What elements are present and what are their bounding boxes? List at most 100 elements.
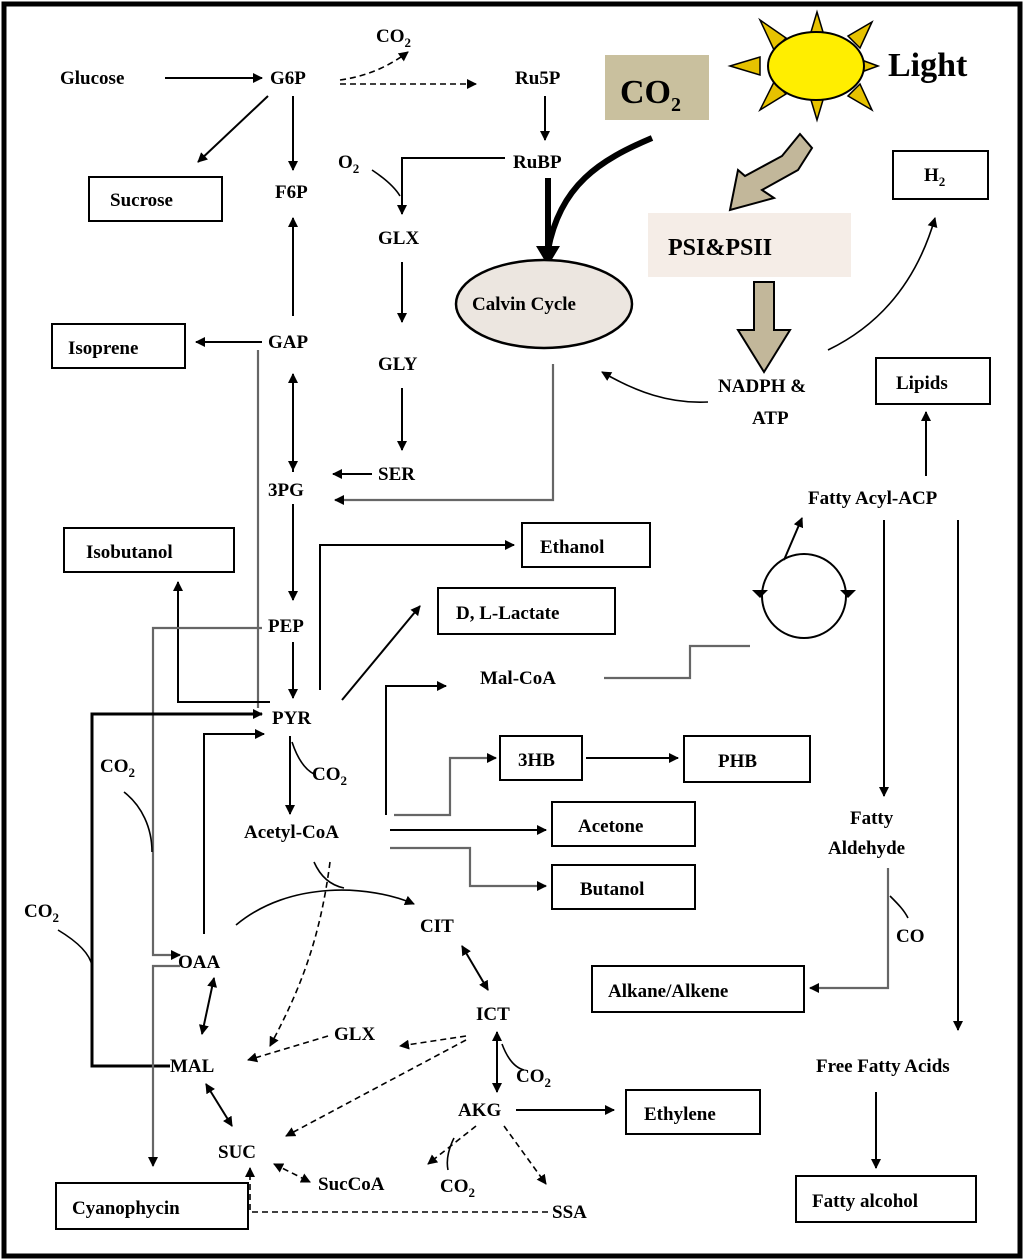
3hb-label: 3HB (518, 750, 555, 771)
pyr-to-ethanol-arrow (319, 540, 515, 690)
co2-g6p: CO2 (376, 26, 411, 50)
fatty-alcohol-label: Fatty alcohol (812, 1191, 918, 1212)
node-ffa: Free Fatty Acids (816, 1056, 950, 1077)
rubp-to-glx-arrow (397, 157, 505, 215)
mal-to-pyr-arrow (90, 709, 263, 1068)
cycle-arrowhead-right (840, 590, 856, 598)
h2-label: 2H2 (924, 165, 945, 189)
glx-to-mal-dashed (247, 1035, 329, 1063)
acetone-label: Acetone (578, 816, 643, 837)
aldehyde-co-curve (889, 895, 909, 919)
phb-label: PHB (718, 751, 757, 772)
psi-to-nadph-arrow (736, 281, 792, 374)
mal-suc-arrow (205, 1083, 233, 1127)
node-3pg: 3PG (268, 480, 304, 501)
alkane-box (591, 965, 805, 1013)
acetylcoa-cit-curve (313, 861, 345, 889)
oaa-mal-arrow (198, 977, 218, 1035)
node-glucose: Glucose (60, 68, 124, 89)
node-pep: PEP (268, 616, 304, 637)
cyanophycin-box (55, 1182, 249, 1230)
acetylcoa-to-mal-dashed (269, 861, 331, 1047)
akg-to-ssa-dashed (503, 1125, 547, 1185)
lactate-box (437, 587, 616, 635)
aldehyde-to-alkane-arrow (809, 868, 890, 993)
node-ru5p: Ru5P (515, 68, 561, 89)
h2-box (892, 150, 989, 200)
butanol-label: Butanol (580, 879, 644, 900)
ethylene-label: Ethylene (644, 1104, 716, 1125)
pyr-to-lactate-arrow (341, 605, 421, 701)
node-gly: GLY (378, 354, 418, 375)
oaa-to-cit-curve (235, 889, 415, 926)
node-mal-coa: Mal-CoA (480, 668, 556, 689)
co2-left-1-curve (123, 791, 153, 853)
co2-left-2: CO2 (24, 901, 59, 925)
oaa-to-pyr-arrow (203, 729, 265, 934)
node-fatty-aldehyde-2: Aldehyde (828, 838, 905, 859)
ethanol-box (521, 522, 651, 568)
isobutanol-label: Isobutanol (86, 542, 173, 563)
sun-icon (727, 9, 881, 123)
acetylcoa-to-butanol-arrow (390, 846, 547, 891)
node-glx-top: GLX (378, 228, 419, 249)
light-to-psi-arrow (728, 132, 814, 212)
cycle-to-acyl-arrow (783, 517, 804, 561)
pyr-to-isobutanol-arrow (173, 581, 270, 703)
co2-input-box (605, 55, 709, 120)
atp-label: ATP (752, 408, 789, 429)
cycle-arrowhead-left (752, 590, 768, 598)
lipids-label: Lipids (896, 373, 948, 394)
node-gap: GAP (268, 332, 309, 353)
calvin-to-3pg-arrow (334, 364, 555, 505)
g6p-co2-dashed (339, 51, 409, 81)
nadph-to-calvin-curve (601, 371, 709, 404)
alkane-label: Alkane/Alkene (608, 981, 728, 1002)
ethylene-box (625, 1089, 761, 1135)
co2-input-label: CO2 (620, 74, 681, 116)
nadph-label: NADPH & (718, 376, 806, 397)
suc-succoa-dashed (273, 1163, 311, 1183)
butanol-box (551, 864, 696, 910)
co2-akg: CO2 (440, 1176, 475, 1200)
node-akg: AKG (458, 1100, 502, 1121)
node-ser: SER (378, 464, 415, 485)
ict-to-suc-dashed (285, 1039, 467, 1137)
co2-pyr: CO2 (312, 764, 347, 788)
node-succoa: SucCoA (318, 1174, 385, 1195)
cit-ict-arrow (461, 945, 489, 991)
oaa-to-cyanophycin-arrow (148, 964, 180, 1167)
psi-psii-label: PSI&PSII (668, 235, 772, 261)
node-f6p: F6P (275, 182, 308, 203)
node-fatty-aldehyde-1: Fatty (850, 808, 894, 829)
cyanophycin-label: Cyanophycin (72, 1198, 180, 1219)
node-rubp: RuBP (513, 152, 562, 173)
ict-co2-curve (501, 1043, 525, 1071)
o2-label: O2 (338, 152, 359, 176)
co-label: CO (896, 926, 925, 947)
co2-to-calvin-curve (545, 135, 654, 251)
node-g6p: G6P (270, 68, 306, 89)
lipids-box (875, 357, 991, 405)
sucrose-label: Sucrose (110, 190, 173, 211)
node-fatty-acyl: Fatty Acyl-ACP (808, 488, 938, 509)
3hb-box (499, 735, 583, 781)
acetylcoa-to-3hb-arrow (394, 753, 497, 817)
ethanol-label: Ethanol (540, 537, 604, 558)
pyr-co2-curve (291, 741, 315, 775)
node-pyr: PYR (272, 708, 311, 729)
node-oaa: OAA (178, 952, 221, 973)
isoprene-label: Isoprene (68, 338, 138, 359)
pep-to-oaa-arrow (151, 626, 262, 960)
node-ssa: SSA (552, 1202, 587, 1223)
node-mal: MAL (170, 1056, 214, 1077)
light-label: Light (888, 47, 968, 84)
psi-psii-box (648, 213, 851, 277)
malcoa-to-cycle-line (604, 644, 750, 680)
o2-curve (371, 169, 401, 197)
acetone-box (551, 801, 696, 847)
akg-co2-curve (446, 1137, 455, 1171)
acetylcoa-to-malcoa-arrow (385, 681, 447, 815)
calvin-arrowhead (536, 246, 560, 266)
